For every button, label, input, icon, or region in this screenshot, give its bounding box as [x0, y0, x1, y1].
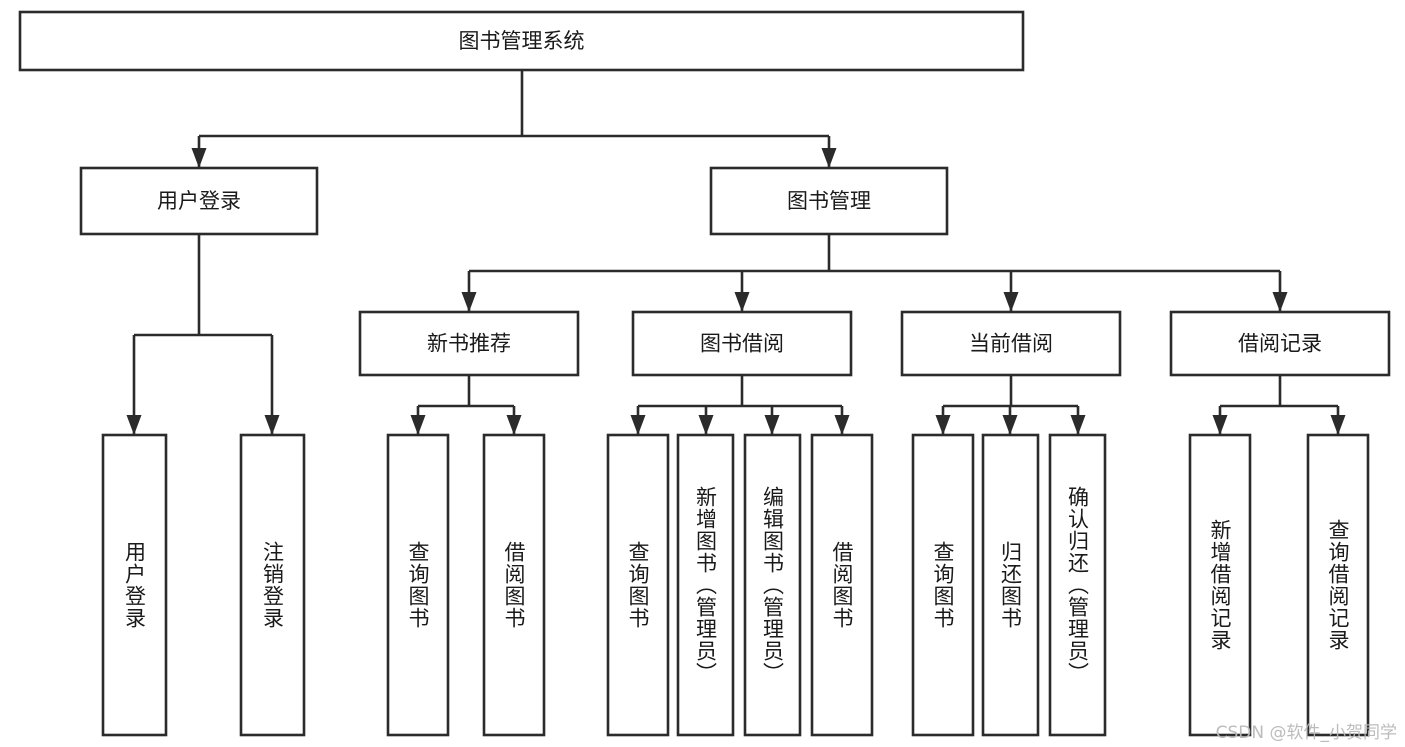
leaf-node-l-user-logout[interactable] — [239, 433, 306, 737]
leaf-node-l-query-book-3[interactable] — [911, 433, 975, 737]
arrow-head-icon — [1070, 415, 1086, 435]
leaf-node-l-query-book-2[interactable] — [606, 433, 670, 737]
arrow-head-icon — [834, 415, 850, 435]
arrow-head-icon — [935, 415, 951, 435]
level3-node-n-borrow-record[interactable] — [1169, 310, 1391, 377]
level3-node-n-new-book-rec[interactable] — [358, 310, 580, 377]
arrow-head-icon — [1002, 415, 1018, 435]
arrow-head-icon — [1272, 292, 1288, 312]
node-label-n-new-book-rec: 新书推荐 — [427, 332, 511, 356]
level3-node-n-book-borrow[interactable] — [631, 310, 853, 377]
csdn-watermark: CSDN @软件_小贺同学 — [1215, 723, 1397, 743]
arrow-head-icon — [410, 415, 426, 435]
boxes-layer — [18, 10, 1391, 737]
node-label-n-book-mgmt: 图书管理 — [787, 189, 871, 213]
arrow-head-icon — [821, 148, 837, 168]
connectors-layer — [126, 70, 1346, 435]
node-label-n-borrow-record: 借阅记录 — [1238, 332, 1322, 356]
leaf-node-l-edit-book[interactable] — [743, 433, 802, 737]
level2-node-n-user-login[interactable] — [79, 166, 319, 236]
node-label-n-user-login: 用户登录 — [157, 189, 241, 213]
arrow-head-icon — [126, 415, 142, 435]
arrow-head-icon — [1003, 292, 1019, 312]
leaf-node-l-query-record[interactable] — [1306, 433, 1370, 737]
level3-node-n-current-borrow[interactable] — [900, 310, 1122, 377]
arrow-head-icon — [1212, 415, 1228, 435]
leaf-node-l-add-book[interactable] — [676, 433, 735, 737]
root-node-root[interactable] — [18, 10, 1025, 72]
level2-node-n-book-mgmt[interactable] — [709, 166, 949, 236]
leaf-node-l-return-book[interactable] — [981, 433, 1040, 737]
arrow-head-icon — [461, 292, 477, 312]
arrow-head-icon — [506, 415, 522, 435]
node-label-n-current-borrow: 当前借阅 — [969, 332, 1053, 356]
node-label-n-book-borrow: 图书借阅 — [700, 332, 784, 356]
node-label-root: 图书管理系统 — [459, 29, 585, 53]
leaf-node-l-query-book-1[interactable] — [386, 433, 450, 737]
leaf-node-l-borrow-book-1[interactable] — [482, 433, 546, 737]
arrow-head-icon — [630, 415, 646, 435]
leaf-node-l-confirm-return[interactable] — [1048, 433, 1107, 737]
arrow-head-icon — [734, 292, 750, 312]
arrow-head-icon — [264, 415, 280, 435]
arrow-head-icon — [698, 415, 714, 435]
leaf-node-l-user-login[interactable] — [101, 433, 168, 737]
arrow-head-icon — [1330, 415, 1346, 435]
leaf-node-l-add-record[interactable] — [1188, 433, 1252, 737]
arrow-head-icon — [764, 415, 780, 435]
leaf-node-l-borrow-book-2[interactable] — [810, 433, 874, 737]
arrow-head-icon — [191, 148, 207, 168]
